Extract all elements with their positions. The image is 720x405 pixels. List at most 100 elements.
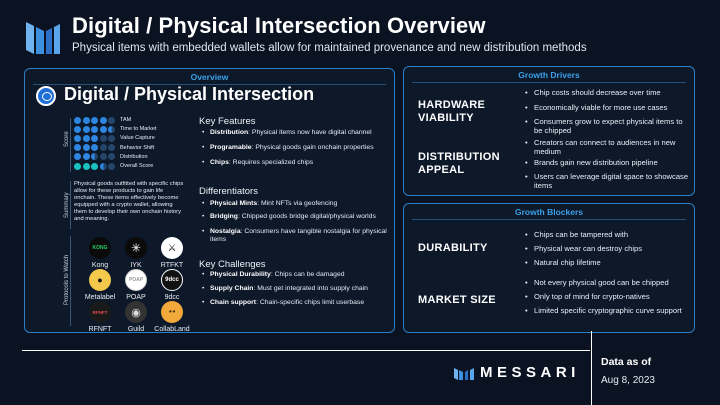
protocol-guild: ◉Guild [117,301,155,333]
score-dot [108,162,115,170]
protocol-rtfkt: ⚔ RTFKT [153,237,191,269]
chat-bubble-icon [36,86,56,106]
score-dot [108,125,115,133]
score-label: Overall Score [120,163,154,169]
protocol-name: CollabLand [154,326,190,333]
score-dot [108,134,115,142]
growth-item: Users can leverage digital space to show… [525,172,693,190]
feature-item-title: Supply Chain [210,285,254,292]
protocol-name: POAP [126,294,146,301]
summary-divider [70,181,71,229]
footer-divider [22,350,590,352]
messari-wordmark: MESSARI [480,364,580,381]
messari-brand: MESSARI [454,364,580,381]
score-dots [74,116,118,124]
feature-item-title: Chain support [210,299,257,306]
feature-item-text: : Chain-specific chips limit userbase [256,299,365,306]
feature-item-text: : Chipped goods bridge digital/physical … [237,213,376,220]
score-dot [99,134,107,142]
growth-item: Chip costs should decrease over time [525,88,693,98]
feature-item-text: : Chips can be damaged [270,271,345,278]
score-dots [74,153,118,161]
score-dot [82,153,90,161]
score-dots [74,162,118,170]
score-dot [99,144,107,152]
score-dot [82,144,90,152]
feature-item-title: Nostalgia [210,228,241,235]
protocol-name: Metalabel [84,294,116,301]
footer-vertical-divider [591,331,593,405]
score-row: Time to Market [74,125,156,133]
score-dot [82,134,90,142]
protocol-name: RTFKT [160,262,184,269]
messari-mark-icon [454,367,474,380]
differentiators-heading: Differentiators [199,186,258,197]
score-dot [82,125,90,133]
score-dot [91,162,98,170]
hardware-viability-label: HARDWARE VIABILITY [418,99,486,124]
score-row: TAM [74,116,131,124]
score-label: TAM [120,117,132,123]
score-dot [91,116,98,124]
key-challenges-heading: Key Challenges [199,259,266,270]
feature-item: Programable: Physical goods gain onchain… [202,144,392,153]
feature-item: Distribution: Physical items now have di… [202,129,392,138]
growth-item: Physical wear can destroy chips [525,244,693,254]
growth-item: Creators can connect to audiences in new… [525,138,693,156]
messari-logo-icon [26,22,60,54]
score-dot [74,162,81,170]
growth-item: Only top of mind for crypto-natives [525,292,693,302]
score-dot [99,162,107,170]
protocol-metalabel: ●Metalabel [81,269,119,301]
score-dots [74,125,118,133]
score-row: Overall Score [74,162,153,170]
score-dot [74,134,81,142]
growth-item: Chips can be tampered with [525,230,693,240]
protocol-poap: POAP POAP [117,269,155,301]
score-dot [82,162,90,170]
divider [412,219,686,220]
score-dot [91,134,98,142]
score-dot [108,153,115,161]
feature-item-title: Programable [210,144,252,151]
distribution-appeal-label: DISTRIBUTION APPEAL [418,151,500,176]
feature-item: Supply Chain: Must get integrated into s… [202,285,392,294]
growth-item: Not every physical good can be chipped [525,278,693,288]
feature-item-title: Bridging [210,213,238,220]
market-size-label: MARKET SIZE [418,294,496,306]
protocol-logo-icon: KONG [89,237,111,259]
protocol-name: Guild [127,326,145,333]
score-dot [99,153,107,161]
score-dots [74,134,118,142]
feature-item: Bridging: Chipped goods bridge digital/p… [202,213,392,222]
protocol-logo-icon: ⚔ [161,237,183,259]
score-label: Behavior Shift [120,144,155,151]
divider [33,84,386,85]
feature-item-text: : Physical items now have digital channe… [248,129,372,136]
score-dot [74,144,81,152]
score-divider [70,118,71,172]
summary-text: Physical goods outfitted with specific c… [74,181,184,223]
protocol-logo-icon: ◕◕ [161,301,183,323]
score-label: Time to Market [120,126,157,133]
feature-item-title: Physical Durability [210,271,271,278]
score-label: Distribution [120,153,148,160]
protocol-logo-icon: ✳ [125,237,147,259]
score-label: Value Capture [120,135,155,142]
score-dot [99,125,107,133]
feature-item-text: : Must get integrated into supply chain [253,285,368,292]
feature-item-text: : Consumers have tangible nostalgia for … [210,228,387,244]
protocol-name: 9dcc [164,294,180,301]
feature-item-title: Chips [210,159,229,166]
feature-item: Physical Durability: Chips can be damage… [202,271,392,280]
protocols-divider [70,236,71,326]
protocol-name: RFNFT [88,326,112,333]
feature-item: Chips: Requires specialized chips [202,159,392,168]
score-dot [91,125,98,133]
growth-item: Brands gain new distribution pipeline [525,158,693,168]
protocol-logo-icon: POAP [125,269,147,291]
score-dot [108,116,115,124]
